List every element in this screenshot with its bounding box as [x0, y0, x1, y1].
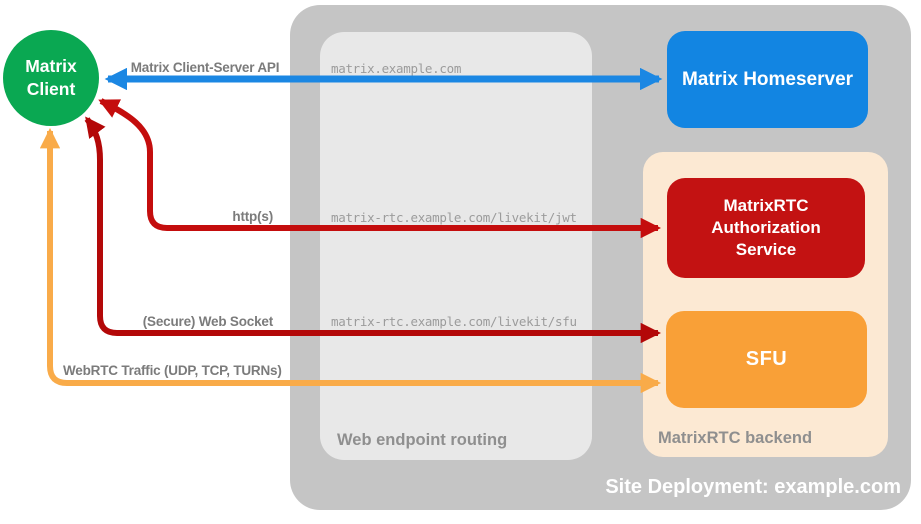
matrix-client-label: Matrix Client [25, 56, 77, 99]
sfu-node: SFU [666, 311, 867, 408]
web-endpoint-routing-label: Web endpoint routing [337, 431, 508, 449]
web-endpoint-routing-container: Web endpoint routing [320, 32, 592, 460]
homeserver-endpoint-url: matrix.example.com [331, 61, 462, 76]
matrixrtc-authorization-service-label: MatrixRTC Authorization Service [711, 195, 821, 260]
https-label: http(s) [232, 209, 273, 224]
matrixrtc-authorization-service-node: MatrixRTC Authorization Service [667, 178, 865, 278]
matrix-client-node: Matrix Client [3, 30, 99, 126]
matrix-homeserver-label: Matrix Homeserver [681, 68, 854, 90]
matrix-homeserver-node: Matrix Homeserver [667, 31, 868, 128]
secure-websocket-label: (Secure) Web Socket [142, 314, 273, 329]
webrtc-traffic-label: WebRTC Traffic (UDP, TCP, TURNs) [63, 363, 282, 378]
client-server-api-label: Matrix Client-Server API [130, 60, 280, 75]
livekit-jwt-endpoint-url: matrix-rtc.example.com/livekit/jwt [331, 210, 577, 225]
matrixrtc-backend-label: MatrixRTC backend [658, 429, 813, 447]
livekit-sfu-endpoint-url: matrix-rtc.example.com/livekit/sfu [331, 314, 577, 329]
sfu-label: SFU [745, 348, 788, 370]
site-deployment-label: Site Deployment: example.com [605, 476, 901, 498]
